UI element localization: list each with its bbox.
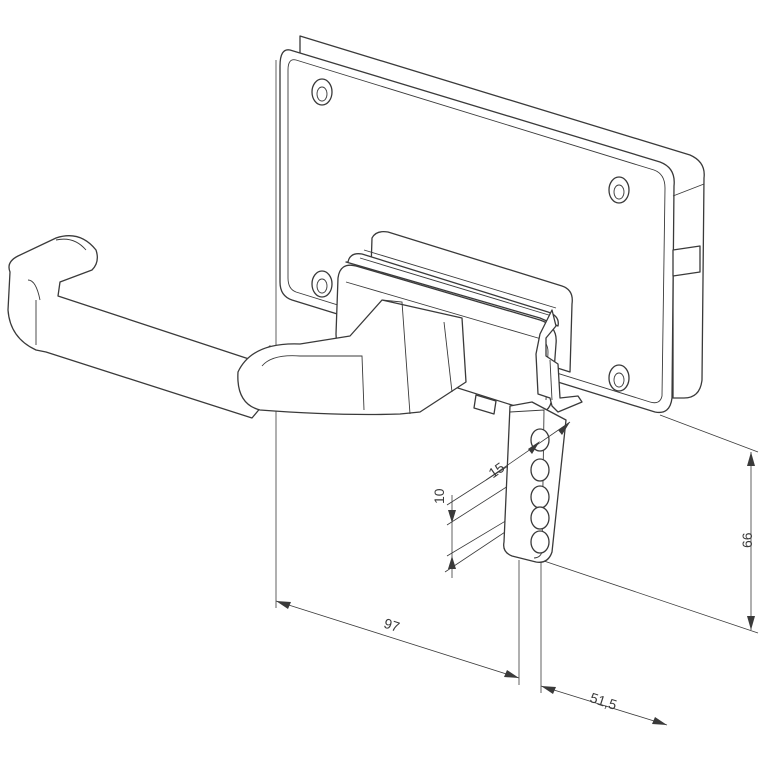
dimension-51-5-label: 51,5 [588,689,619,713]
screw-hole-top-left [311,78,333,106]
dimension-66-label: 66 [739,532,755,548]
screw-hole-bottom-left [311,270,333,298]
dimension-97-label: 97 [382,615,402,635]
dimension-10-label: 10 [431,488,447,504]
door-handle [7,235,467,419]
strike-plate [503,401,567,563]
latch-bolt [535,309,583,413]
screw-hole-top-right [608,176,630,204]
dimension-10: 10 [431,488,456,578]
dimension-97: 97 [275,600,520,679]
dimension-51-5: 51,5 [540,685,668,726]
strike-holes [530,428,550,554]
dimension-66: 66 [739,452,755,630]
screw-hole-bottom-right [608,364,630,392]
